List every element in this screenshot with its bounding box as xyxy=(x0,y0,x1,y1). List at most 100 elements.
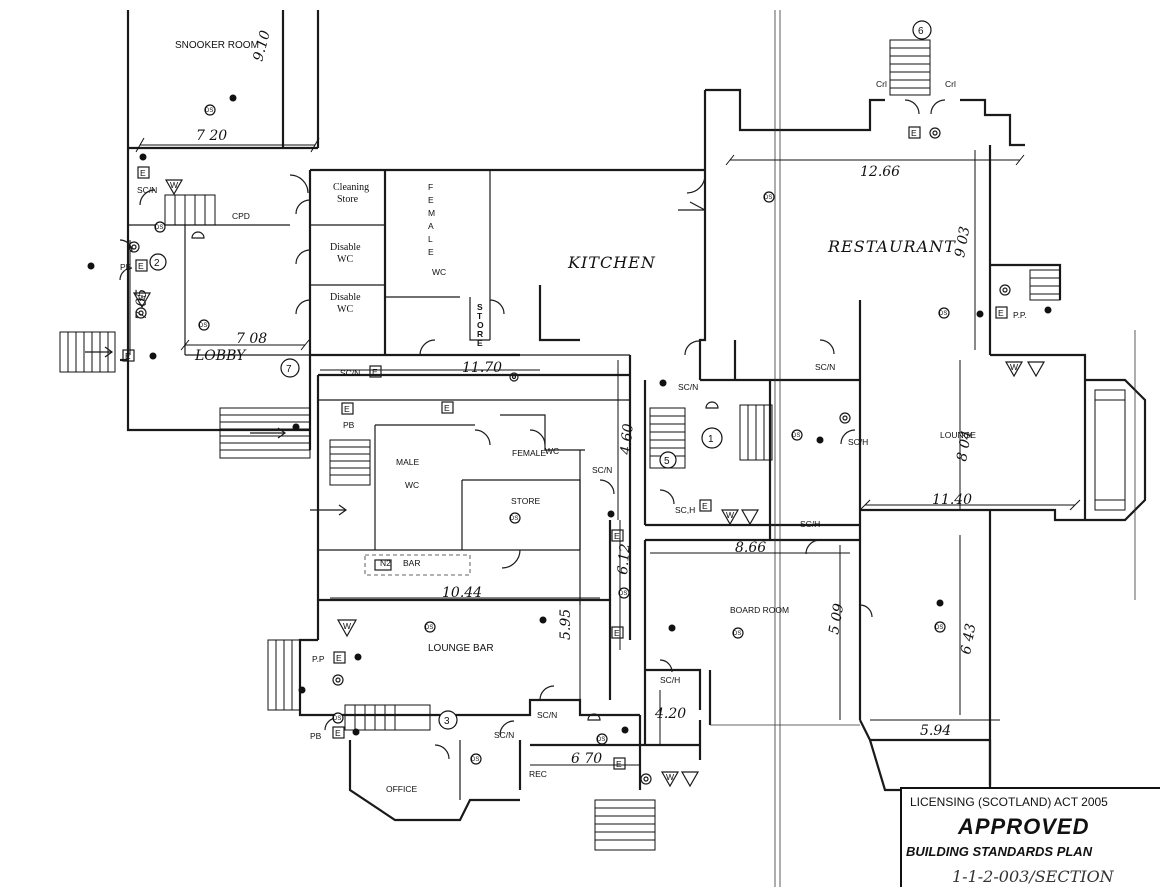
label-kitchen: KITCHEN xyxy=(567,253,656,272)
label-pp-east: P.P. xyxy=(1013,310,1027,320)
label-female-wc: WC xyxy=(432,267,446,277)
stair-number-6-circle xyxy=(912,20,932,40)
stair-number-1: 1 xyxy=(708,434,714,445)
e-marker-6: E xyxy=(444,403,450,413)
stamp-reference: 1-1-2-003/SECTION xyxy=(952,867,1114,886)
ds-5: DS xyxy=(939,311,947,317)
dim-720: 7 20 xyxy=(196,128,227,144)
stair-numbers: 6 2 7 1 5 3 xyxy=(149,20,932,730)
door-swings xyxy=(119,99,946,760)
ds-6: DS xyxy=(792,433,800,439)
e-marker-8: E xyxy=(998,308,1004,318)
room-labels: SNOOKER ROOM Cleaning Store F E M A L E … xyxy=(175,40,976,794)
label-sch-lounge: SC/H xyxy=(848,437,868,447)
ds-10: DS xyxy=(733,631,741,637)
ds-7: DS xyxy=(510,516,518,522)
ds-11: DS xyxy=(935,625,943,631)
walls xyxy=(120,10,1147,887)
stair-3 xyxy=(344,704,431,731)
misc-details xyxy=(85,201,719,721)
label-pb-male: PB xyxy=(343,420,355,430)
label-lounge: LOUNGE xyxy=(940,430,976,440)
label-scn-stair: SC/N xyxy=(678,382,698,392)
sounder-markers xyxy=(128,127,1011,785)
label-disable-2b: WC xyxy=(337,304,353,315)
e-marker-5: E xyxy=(344,404,350,414)
label-store-e: E xyxy=(477,338,483,348)
label-scn-store: SC/N xyxy=(592,465,612,475)
e-marker-4: E xyxy=(372,367,378,377)
emergency-light-markers: E E E E E E E E E E E E E E xyxy=(122,126,1008,770)
label-store-s: S xyxy=(477,302,483,312)
e-marker-12: E xyxy=(336,653,342,663)
e-marker-3: E xyxy=(125,351,131,361)
e-marker-11: E xyxy=(614,628,620,638)
ds-13: DS xyxy=(471,757,479,763)
stair-east-lounge xyxy=(1094,389,1126,511)
stair-east xyxy=(1029,269,1061,301)
stair-number-5-circle xyxy=(659,451,677,469)
warning-markers: W W W W W W xyxy=(132,179,1046,788)
w-5: W xyxy=(343,621,351,631)
label-sch-south: SC/H xyxy=(660,675,680,685)
stair-7 xyxy=(219,407,311,459)
label-store-r: R xyxy=(477,329,483,339)
dim-1170: 11.70 xyxy=(462,360,502,376)
stair-number-6: 6 xyxy=(918,26,924,37)
label-disable-2a: Disable xyxy=(330,292,361,303)
ds-1: DS xyxy=(205,108,213,114)
stamp-approved: APPROVED xyxy=(958,814,1090,839)
label-scn-restaurant: SC/N xyxy=(815,362,835,372)
dim-670: 6 70 xyxy=(571,751,602,767)
dim-903: 9 03 xyxy=(952,225,973,259)
label-board-room: BOARD ROOM xyxy=(730,605,789,615)
dim-866: 8.66 xyxy=(735,540,766,556)
label-rec: REC xyxy=(529,769,547,779)
fitting-dots xyxy=(87,94,1052,736)
label-pp-lounge-bar: P.P xyxy=(312,654,325,664)
dim-910: 9.10 xyxy=(250,29,274,63)
stamp-building-standards: BUILDING STANDARDS PLAN xyxy=(906,844,1093,859)
stair-number-5: 5 xyxy=(664,456,670,467)
dim-1140: 11.40 xyxy=(932,492,972,508)
label-crl-right: Crl xyxy=(945,79,956,89)
stair-1 xyxy=(739,404,773,461)
label-female-l: L xyxy=(428,234,433,244)
approval-stamp: LICENSING (SCOTLAND) ACT 2005 APPROVED B… xyxy=(900,787,1160,887)
label-store-t: T xyxy=(477,311,483,321)
e-marker-9: E xyxy=(702,501,708,511)
ds-12: DS xyxy=(597,737,605,743)
label-store-o: O xyxy=(477,320,484,330)
dimension-lines xyxy=(129,137,1081,766)
label-restaurant: RESTAURANT xyxy=(827,237,956,256)
stairs xyxy=(59,39,1126,851)
detector-markers: DS DS DS DS DS DS DS DS DS DS DS DS DS D… xyxy=(154,104,950,765)
label-disable-1b: WC xyxy=(337,254,353,265)
stair-number-3-circle xyxy=(438,710,458,730)
label-n2: N2 xyxy=(380,558,391,568)
w-4: W xyxy=(726,510,734,520)
label-female-e: E xyxy=(428,195,434,205)
e-marker-1: E xyxy=(140,168,146,178)
ds-8: DS xyxy=(619,591,627,597)
stair-6 xyxy=(889,39,931,96)
dim-509: 5 09 xyxy=(826,602,847,636)
label-sch-boardroom: SC/H xyxy=(800,519,820,529)
dim-595: 5.95 xyxy=(558,609,574,640)
dim-594: 5.94 xyxy=(920,723,951,739)
label-store-centre: STORE xyxy=(511,496,540,506)
ds-3: DS xyxy=(199,323,207,329)
label-male: MALE xyxy=(396,457,419,467)
label-lobby: LOBBY xyxy=(194,348,247,364)
dim-1044: 10.44 xyxy=(442,585,482,601)
label-crl-left: Crl xyxy=(876,79,887,89)
dimension-labels: 7 20 9.10 7 05 7 08 11.70 12.66 9 03 4.6… xyxy=(134,29,979,767)
e-marker-2: E xyxy=(138,261,144,271)
label-office: OFFICE xyxy=(386,784,417,794)
label-store: Store xyxy=(337,194,359,205)
label-snooker-room: SNOOKER ROOM xyxy=(175,40,259,51)
stair-number-7: 7 xyxy=(286,364,292,375)
ds-2: DS xyxy=(155,225,163,231)
ds-4: DS xyxy=(764,195,772,201)
